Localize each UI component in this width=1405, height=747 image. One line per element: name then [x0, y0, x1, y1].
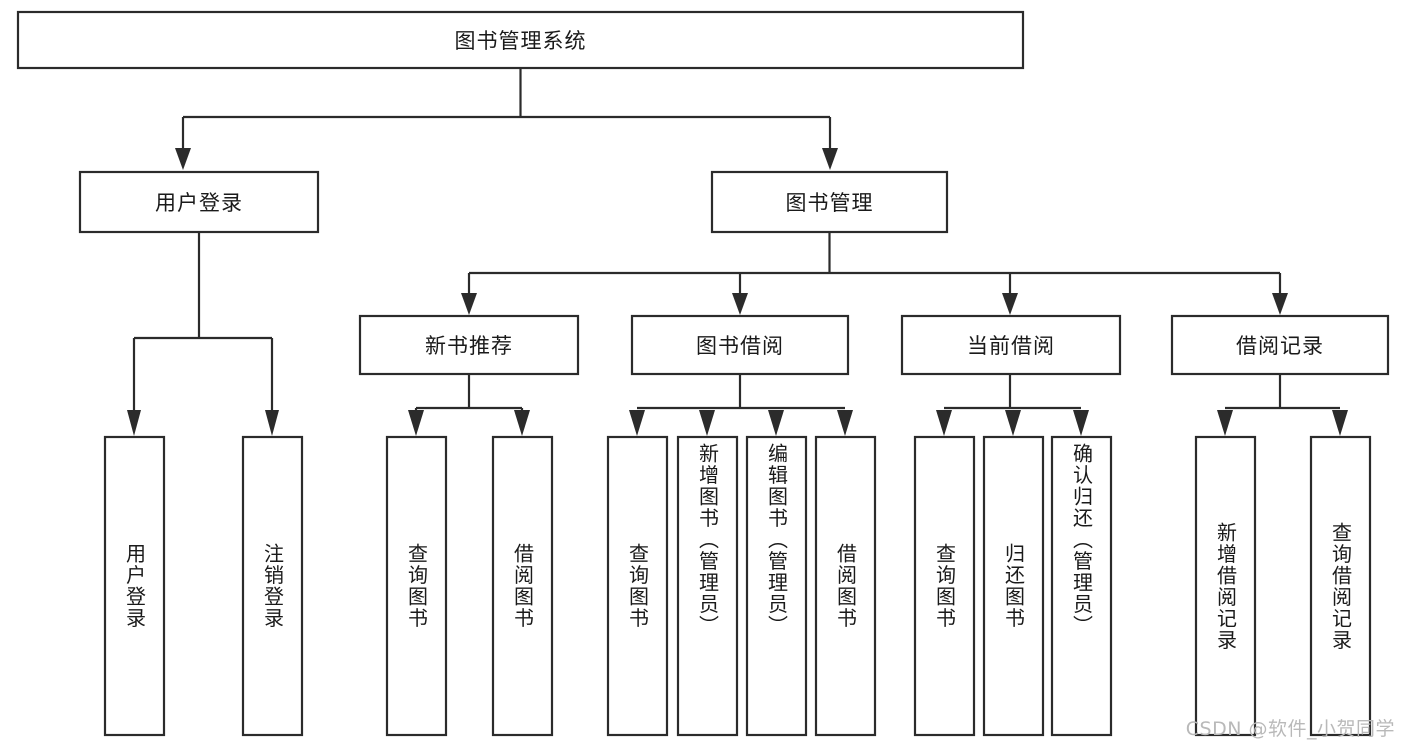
leaf-box-user-login-1[interactable] [241, 435, 304, 737]
leaf-box-user-login-0[interactable] [103, 435, 166, 737]
arrow-head-level3-3 [1002, 293, 1018, 315]
leaf-box-borrow-record-0[interactable] [1194, 435, 1257, 737]
node-borrow-record[interactable] [1170, 314, 1390, 376]
arrow-head-nbr-2 [514, 410, 530, 436]
arrow-head-br-1 [1217, 410, 1233, 436]
node-book-manage[interactable] [710, 170, 949, 234]
arrow-head-level3-1 [461, 293, 477, 315]
leaf-box-current-borrow-2[interactable] [1050, 435, 1113, 737]
leaf-box-current-borrow-1[interactable] [982, 435, 1045, 737]
arrow-head-level3-2 [732, 293, 748, 315]
leaf-box-book-borrow-1[interactable] [676, 435, 739, 737]
arrow-head-cb-3 [1073, 410, 1089, 436]
leaf-box-book-borrow-2[interactable] [745, 435, 808, 737]
arrow-head-level3-4 [1272, 293, 1288, 315]
leaf-box-current-borrow-0[interactable] [913, 435, 976, 737]
arrow-head-user-login-2 [265, 410, 279, 436]
node-user-login[interactable] [78, 170, 320, 234]
arrow-head-bb-1 [629, 410, 645, 436]
node-root[interactable] [16, 10, 1025, 70]
arrow-head-bb-2 [699, 410, 715, 436]
arrow-head-bb-3 [768, 410, 784, 436]
node-new-book-recommend[interactable] [358, 314, 580, 376]
leaf-box-book-borrow-3[interactable] [814, 435, 877, 737]
leaf-box-book-borrow-0[interactable] [606, 435, 669, 737]
arrow-head-nbr-1 [408, 410, 424, 436]
arrow-head-level2-2 [822, 148, 838, 170]
arrow-head-level2-1 [175, 148, 191, 170]
arrow-head-cb-1 [936, 410, 952, 436]
leaf-box-new-book-0[interactable] [385, 435, 448, 737]
leaf-box-new-book-1[interactable] [491, 435, 554, 737]
arrow-head-bb-4 [837, 410, 853, 436]
leaf-box-borrow-record-1[interactable] [1309, 435, 1372, 737]
node-current-borrow[interactable] [900, 314, 1122, 376]
node-book-borrow[interactable] [630, 314, 850, 376]
arrow-head-user-login-1 [127, 410, 141, 436]
arrow-head-br-2 [1332, 410, 1348, 436]
arrow-head-cb-2 [1005, 410, 1021, 436]
